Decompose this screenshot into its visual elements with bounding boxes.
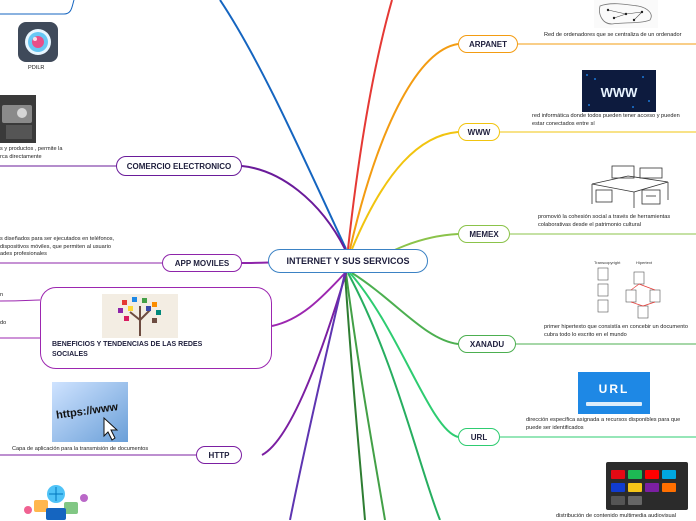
arpanet-note: Red de ordenadores que se centraliza de … [544, 32, 681, 40]
www-image: WWW [582, 70, 656, 112]
memex-desk-image [591, 165, 669, 208]
memex-note: promovió la cohesión social a través de … [538, 214, 670, 229]
xanadu-note: primer hipertexto que consistía en conce… [544, 324, 688, 339]
app-note-line-2: dispositivos móviles, que permiten al us… [0, 243, 111, 250]
xanadu-left-caption: Transcopyright [594, 260, 621, 265]
redes-stub-2-text: do [0, 320, 7, 326]
social-tree-image [102, 294, 178, 338]
redes-stub-1: n [0, 292, 3, 300]
bottom-right-note-text: distribución de contenido multimedia aud… [556, 513, 677, 519]
connector-bottom-right [347, 272, 441, 520]
connector-url [349, 272, 459, 438]
node-url-label: URL [470, 432, 488, 442]
app-note: s diseñados para ser ejecutados en teléf… [0, 236, 114, 259]
node-www-label: WWW [467, 127, 491, 137]
pdlr-app-icon[interactable] [18, 22, 58, 62]
www-note-line-1: red informática donde todos pueden tener… [532, 113, 680, 119]
node-xanadu[interactable]: XANADU [458, 335, 516, 353]
bottom-left-illustration [24, 485, 88, 520]
www-note-line-2: estar conectados entre sí [532, 120, 595, 127]
node-http-label: HTTP [208, 450, 230, 460]
connector-top-red [347, 0, 393, 250]
node-memex[interactable]: MEMEX [458, 225, 510, 243]
xanadu-note-line-2: cubra todo lo escrito en el mundo [544, 331, 627, 338]
url-image-text: URL [599, 382, 630, 396]
redes-title: BENEFICIOS Y TENDENCIAS DE LAS REDES SOC… [52, 340, 232, 360]
node-arpanet[interactable]: ARPANET [458, 35, 518, 53]
node-app-label: APP MOVILES [174, 258, 230, 268]
http-note-text: Capa de aplicación para la transmisión d… [12, 446, 149, 452]
pdlr-label-text: PDILR [28, 65, 45, 71]
url-note-line-2: puede ser identificados [526, 424, 584, 431]
memex-note-line-2: colaborativas desde el patrimonio cultur… [538, 221, 641, 228]
connector-bottom-center-2 [344, 272, 366, 520]
http-note: Capa de aplicación para la transmisión d… [12, 446, 148, 454]
app-note-line-1: s diseñados para ser ejecutados en teléf… [0, 236, 115, 242]
arpanet-map-image [594, 0, 658, 28]
redes-title-line-1: BENEFICIOS Y TENDENCIAS DE LAS REDES [52, 341, 203, 348]
xanadu-note-line-1: primer hipertexto que consistía en conce… [544, 324, 688, 330]
central-title: INTERNET Y SUS SERVICOS [286, 256, 410, 266]
xanadu-right-caption: Hipertext [636, 260, 653, 265]
node-xanadu-label: XANADU [469, 339, 505, 349]
node-memex-label: MEMEX [469, 229, 499, 239]
www-image-text: WWW [601, 85, 639, 100]
node-app-moviles[interactable]: APP MOVILES [162, 254, 242, 272]
connector-bottom-left [289, 272, 346, 520]
xanadu-diagram-image: Transcopyright Hipertext [594, 260, 661, 319]
connector-http [261, 272, 347, 456]
comercio-note-line-1: s y productos , permite la [0, 146, 63, 152]
url-note: dirección específica asignada a recursos… [526, 417, 680, 432]
bottom-right-note: distribución de contenido multimedia aud… [556, 513, 676, 521]
node-www[interactable]: WWW [458, 123, 500, 141]
memex-note-line-1: promovió la cohesión social a través de … [538, 214, 671, 220]
connector-xanadu [351, 272, 459, 345]
http-address-image: https://www [52, 382, 128, 442]
comercio-note: s y productos , permite la rca directame… [0, 146, 63, 161]
redes-stub-1-text: n [0, 292, 4, 298]
pdlr-label: PDILR [28, 65, 44, 71]
connector-www [351, 131, 459, 250]
comercio-photo-image [0, 95, 36, 143]
top-left-bracket [0, 0, 75, 15]
url-image: URL [578, 372, 650, 414]
node-http[interactable]: HTTP [196, 446, 242, 464]
pdlr-lens-icon [25, 29, 51, 55]
url-note-line-1: dirección específica asignada a recursos… [526, 417, 681, 423]
app-note-line-3: ades profesionales [0, 251, 47, 258]
arpanet-note-text: Red de ordenadores que se centraliza de … [544, 32, 682, 38]
redes-stub-2: do [0, 320, 6, 328]
streaming-image [606, 462, 688, 510]
connector-top-left [219, 0, 347, 250]
connector-arpanet [349, 43, 459, 250]
node-url[interactable]: URL [458, 428, 500, 446]
node-comercio-electronico[interactable]: COMERCIO ELECTRONICO [116, 156, 242, 176]
connector-redes [271, 272, 346, 327]
redes-title-line-2: SOCIALES [52, 351, 88, 358]
node-comercio-label: COMERCIO ELECTRONICO [126, 161, 232, 171]
central-node[interactable]: INTERNET Y SUS SERVICOS [268, 249, 428, 273]
redes-stub-line-1 [0, 299, 41, 302]
www-note: red informática donde todos pueden tener… [532, 113, 680, 128]
connector-bottom-center [345, 272, 386, 520]
comercio-note-line-2: rca directamente [0, 153, 42, 160]
node-arpanet-label: ARPANET [468, 39, 508, 49]
connector-comercio [241, 165, 346, 250]
